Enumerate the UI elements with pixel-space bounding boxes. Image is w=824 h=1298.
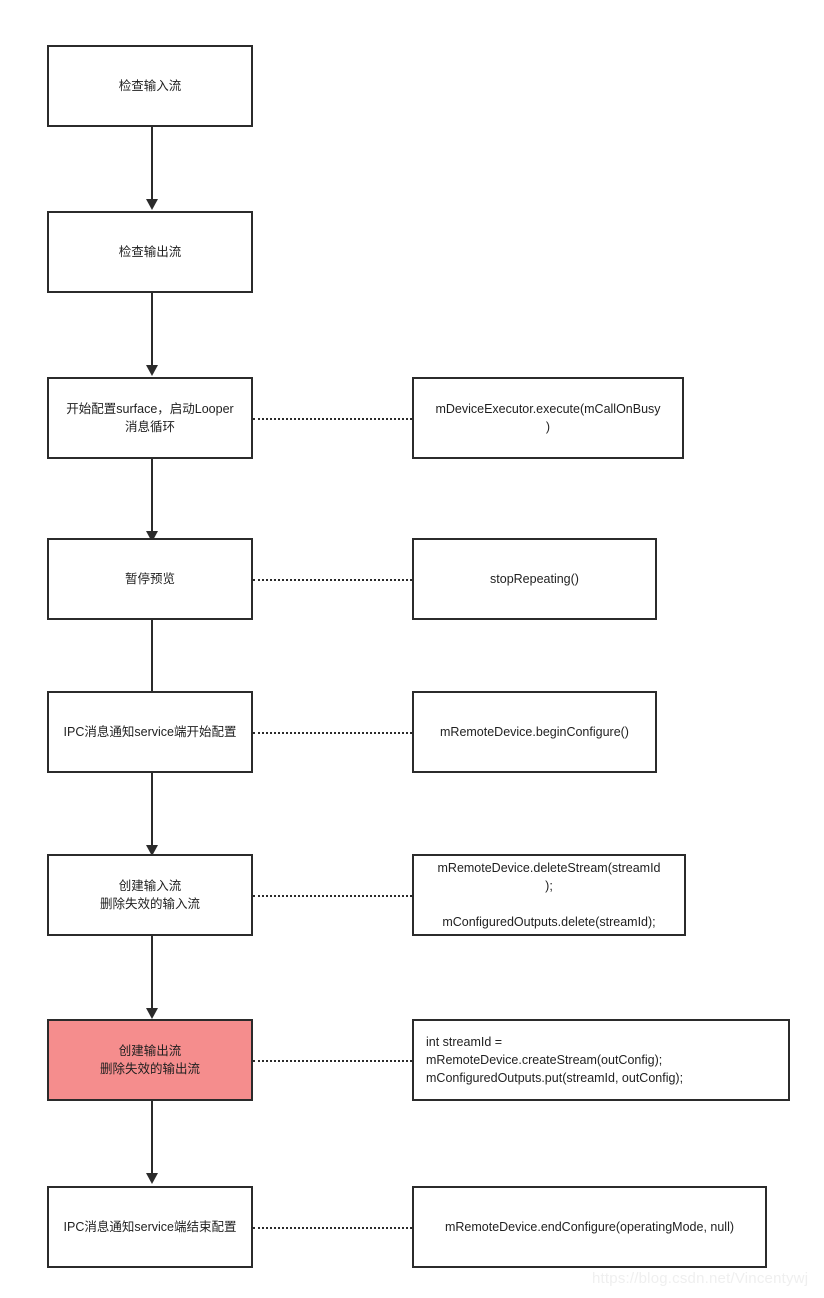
connector-arrowhead-6	[146, 1008, 158, 1019]
flow-node-label: 开始配置surface，启动Looper 消息循环	[66, 401, 234, 434]
flow-node-start-configure-surface[interactable]: 开始配置surface，启动Looper 消息循环	[47, 377, 253, 459]
flow-node-pause-preview[interactable]: 暂停预览	[47, 538, 253, 620]
connector-arrow-1	[151, 127, 153, 200]
flow-node-label: 检查输出流	[118, 244, 182, 259]
flow-node-create-input-streams[interactable]: 创建输入流 删除失效的输入流	[47, 854, 253, 936]
annotation-begin-configure[interactable]: mRemoteDevice.beginConfigure()	[412, 691, 657, 773]
annotation-link-5	[253, 732, 412, 734]
annotation-create-stream[interactable]: int streamId = mRemoteDevice.createStrea…	[412, 1019, 790, 1101]
connector-arrow-2	[151, 293, 153, 366]
connector-arrowhead-5	[146, 845, 158, 856]
flow-node-label: 创建输出流 删除失效的输出流	[99, 1043, 200, 1076]
flow-node-label: IPC消息通知service端结束配置	[63, 1219, 237, 1234]
flow-node-label: 检查输入流	[118, 78, 182, 93]
flow-node-label: 暂停预览	[124, 571, 175, 586]
annotation-text: mRemoteDevice.beginConfigure()	[440, 724, 629, 739]
annotation-text: mRemoteDevice.endConfigure(operatingMode…	[444, 1219, 735, 1234]
annotation-link-6	[253, 895, 412, 897]
annotation-text: int streamId = mRemoteDevice.createStrea…	[426, 1034, 684, 1086]
flow-node-check-input-streams[interactable]: 检查输入流	[47, 45, 253, 127]
flow-node-label: IPC消息通知service端开始配置	[63, 724, 237, 739]
annotation-link-7	[253, 1060, 412, 1062]
flow-node-check-output-streams[interactable]: 检查输出流	[47, 211, 253, 293]
annotation-text: mDeviceExecutor.execute(mCallOnBusy )	[435, 401, 661, 434]
connector-arrow-6	[151, 936, 153, 1009]
annotation-delete-stream[interactable]: mRemoteDevice.deleteStream(streamId ); m…	[412, 854, 686, 936]
connector-arrow-3	[151, 459, 153, 532]
annotation-end-configure[interactable]: mRemoteDevice.endConfigure(operatingMode…	[412, 1186, 767, 1268]
annotation-link-4	[253, 579, 412, 581]
annotation-link-3	[253, 418, 412, 420]
annotation-link-8	[253, 1227, 412, 1229]
flow-node-ipc-begin-configure[interactable]: IPC消息通知service端开始配置	[47, 691, 253, 773]
connector-arrowhead-1	[146, 199, 158, 210]
connector-arrow-5	[151, 773, 153, 846]
watermark: https://blog.csdn.net/Vincentywj	[592, 1270, 809, 1287]
connector-arrow-4	[151, 620, 153, 693]
flow-node-ipc-end-configure[interactable]: IPC消息通知service端结束配置	[47, 1186, 253, 1268]
connector-arrowhead-7	[146, 1173, 158, 1184]
annotation-device-executor[interactable]: mDeviceExecutor.execute(mCallOnBusy )	[412, 377, 684, 459]
flow-node-create-output-streams[interactable]: 创建输出流 删除失效的输出流	[47, 1019, 253, 1101]
annotation-text: stopRepeating()	[490, 571, 579, 586]
flow-node-label: 创建输入流 删除失效的输入流	[99, 878, 200, 911]
connector-arrow-7	[151, 1101, 153, 1174]
annotation-stop-repeating[interactable]: stopRepeating()	[412, 538, 657, 620]
connector-arrowhead-2	[146, 365, 158, 376]
annotation-text: mRemoteDevice.deleteStream(streamId ); m…	[437, 860, 661, 930]
connector-arrowhead-3	[146, 531, 158, 542]
